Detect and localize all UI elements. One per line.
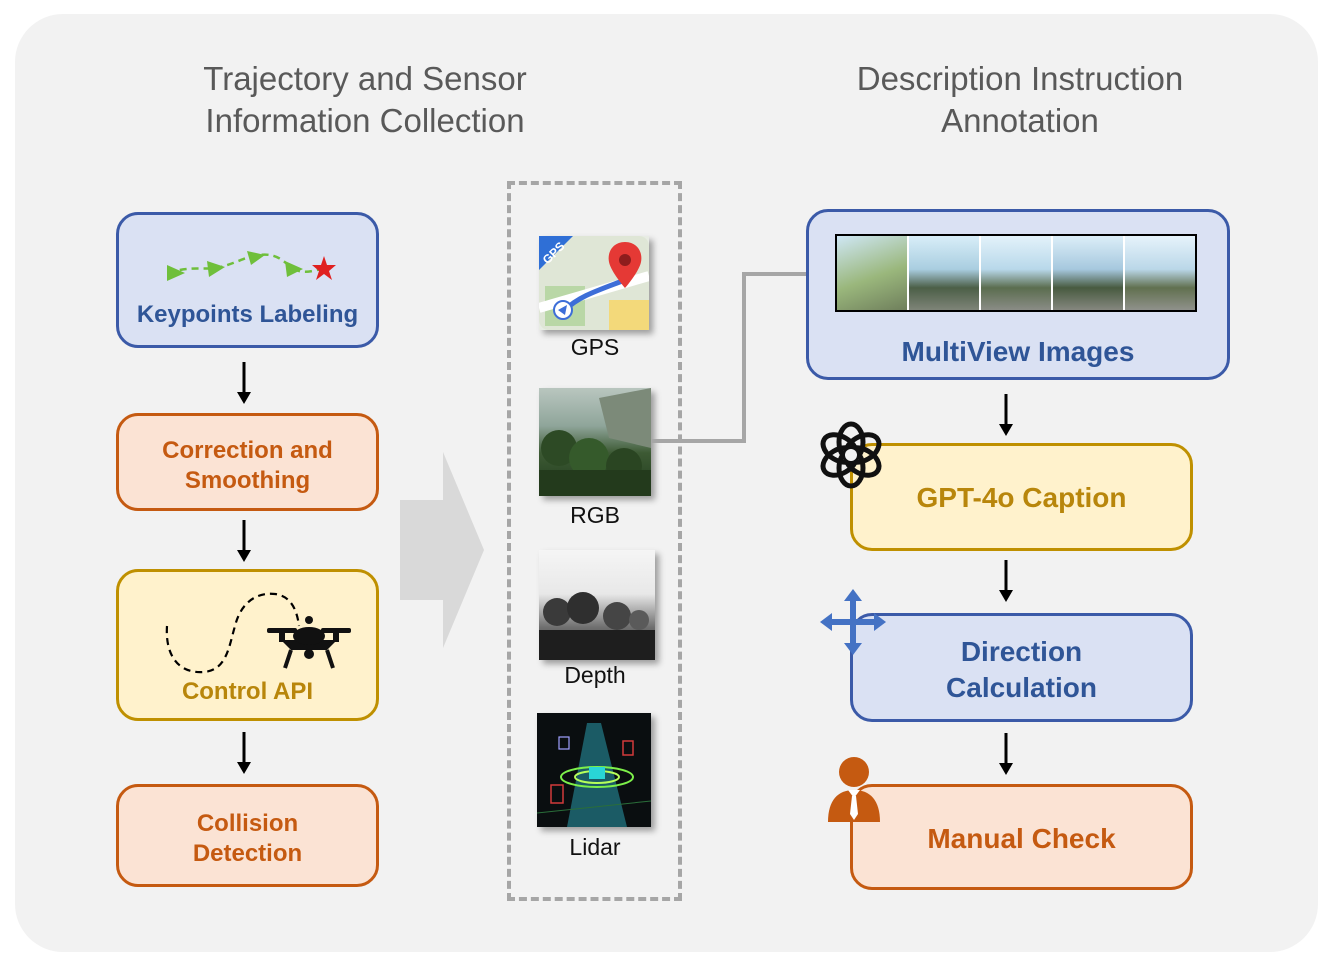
right-heading: Description Instruction Annotation (800, 58, 1240, 142)
correction-label-line-1: Correction and (162, 437, 333, 464)
direction-label: Direction Calculation (853, 634, 1190, 706)
depth-label: Depth (564, 662, 626, 688)
gps-image: GPS (539, 236, 649, 330)
rgb-scene (539, 388, 651, 496)
view-3 (981, 236, 1051, 310)
four-way-arrow-icon (820, 589, 886, 655)
direction-label-line-2: Calculation (946, 672, 1097, 703)
lidar-scene (537, 723, 651, 827)
depth-image (539, 550, 655, 660)
green-arrowhead-icon (167, 251, 322, 281)
openai-logo-icon (820, 421, 882, 489)
manual-check-label: Manual Check (927, 823, 1116, 854)
lidar-label: Lidar (569, 834, 621, 860)
arrow-down-4 (999, 394, 1013, 436)
view-2 (909, 236, 979, 310)
manual-check-box: Manual Check (850, 784, 1193, 890)
correction-label: Correction and Smoothing (119, 436, 376, 496)
arrow-down-1 (237, 362, 251, 404)
big-grey-arrow (400, 452, 484, 648)
flight-path (165, 592, 301, 674)
drone-icon (267, 616, 351, 669)
collision-label-line-1: Collision (196, 810, 299, 837)
red-star-icon (312, 256, 336, 280)
collision-label: Collision Detection (119, 809, 376, 869)
direction-calculation-box: Direction Calculation (850, 613, 1193, 722)
left-heading: Trajectory and Sensor Information Collec… (150, 58, 580, 142)
arrow-down-2 (237, 520, 251, 562)
gpt-caption-label: GPT-4o Caption (916, 482, 1127, 513)
view-5 (1125, 236, 1195, 310)
sensor-container (507, 181, 682, 901)
gps-map-icon (539, 236, 649, 330)
arrow-down-3 (237, 732, 251, 774)
keypoints-labeling-box: Keypoints Labeling (116, 212, 379, 348)
rgb-label: RGB (570, 502, 620, 528)
right-heading-line-2: Annotation (941, 102, 1099, 139)
collision-detection-box: Collision Detection (116, 784, 379, 887)
view-4 (1053, 236, 1123, 310)
multiview-label: MultiView Images (901, 336, 1135, 367)
collision-label-line-2: Detection (192, 840, 303, 867)
control-api-label: Control API (181, 678, 314, 705)
keypoints-label: Keypoints Labeling (136, 301, 359, 328)
multiview-strip (835, 234, 1197, 312)
arrow-down-5 (999, 560, 1013, 602)
view-1 (837, 236, 907, 310)
right-heading-line-1: Description Instruction (856, 60, 1184, 97)
arrow-down-6 (999, 733, 1013, 775)
gpt-caption-box: GPT-4o Caption (850, 443, 1193, 551)
depth-scene (539, 592, 655, 660)
lidar-image (537, 713, 651, 827)
person-icon (828, 757, 880, 822)
direction-label-line-1: Direction (960, 636, 1083, 667)
left-heading-line-2: Information Collection (205, 102, 525, 139)
correction-label-line-2: Smoothing (184, 467, 311, 494)
multiview-images-box: MultiView Images (806, 209, 1230, 380)
control-api-box: Control API (116, 569, 379, 721)
correction-smoothing-box: Correction and Smoothing (116, 413, 379, 511)
rgb-image (539, 388, 651, 496)
gps-label: GPS (570, 334, 620, 360)
left-heading-line-1: Trajectory and Sensor (203, 60, 527, 97)
